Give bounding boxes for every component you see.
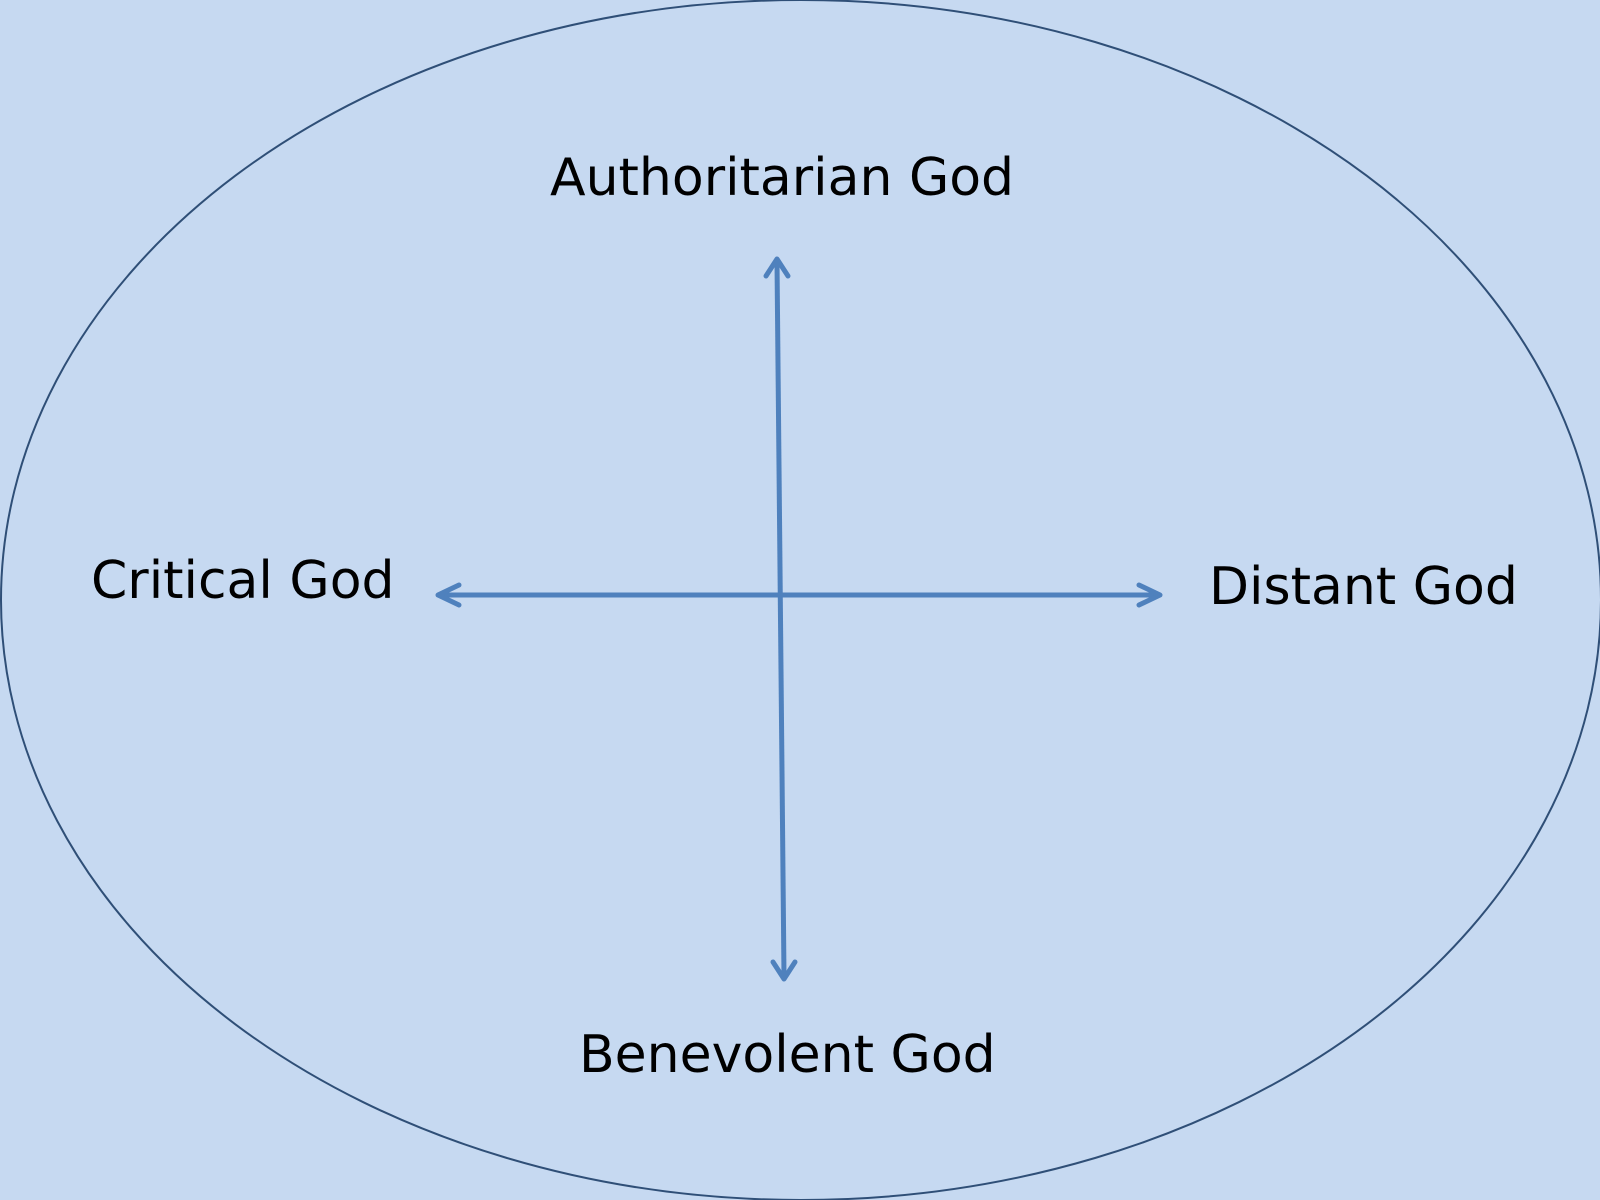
arrowhead-down: [770, 959, 798, 982]
label-critical-god: Critical God: [91, 551, 395, 611]
arrowhead-up: [763, 256, 791, 279]
arrowhead-right: [1136, 582, 1163, 608]
vertical-axis-arrow: [774, 261, 787, 977]
label-benevolent-god: Benevolent God: [579, 1025, 996, 1085]
label-authoritarian-god: Authoritarian God: [550, 148, 1015, 208]
label-distant-god: Distant God: [1209, 557, 1518, 617]
arrowhead-left: [435, 582, 462, 608]
